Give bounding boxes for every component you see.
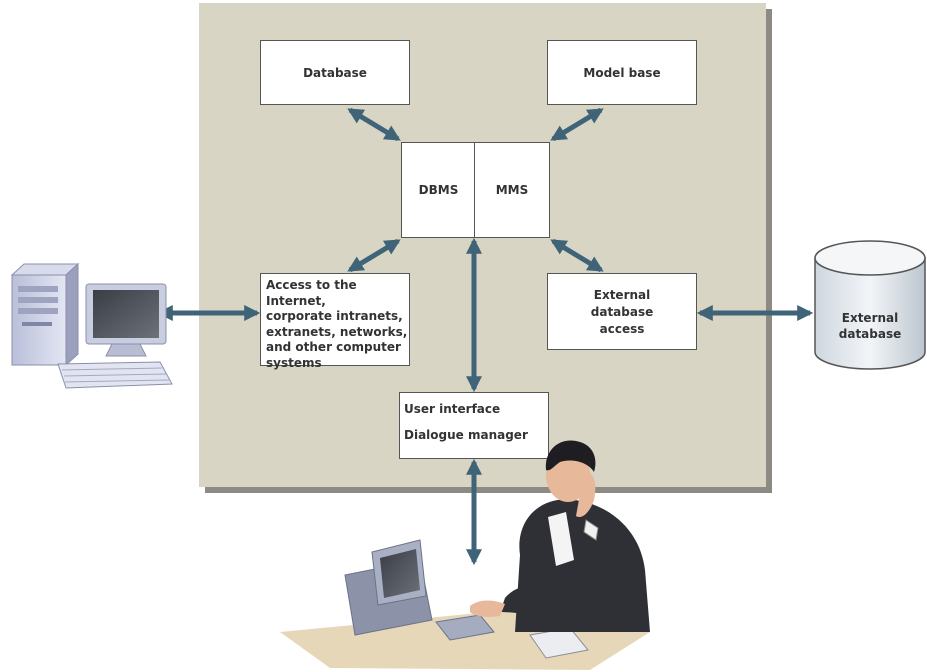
external-access-line-2: database (590, 305, 654, 319)
arrow-modelbase-mms (550, 107, 604, 142)
network-access-line-3: extranets, networks, (266, 324, 408, 339)
user-interface-box: User interface Dialogue manager (399, 392, 549, 459)
network-access-line-1: Access to the Internet, (266, 278, 357, 308)
model-base-box: Model base (547, 40, 697, 105)
network-access-line-2: corporate intranets, (266, 309, 403, 323)
external-database-caption: External database (815, 310, 925, 342)
user-interface-label: User interface (404, 402, 501, 416)
dbms-box: DBMS (401, 142, 476, 238)
database-box: Database (260, 40, 410, 105)
external-access-line-3: access (599, 322, 645, 336)
network-access-box: Access to the Internet, corporate intran… (260, 273, 410, 370)
database-label: Database (303, 65, 367, 80)
model-base-label: Model base (583, 65, 661, 80)
network-access-line-4: and other computer (266, 340, 401, 354)
external-database-access-box: External database access (547, 273, 697, 350)
dbms-label: DBMS (418, 183, 459, 197)
external-database-line-2: database (838, 327, 902, 341)
database-cylinder-icon (814, 240, 926, 370)
dialogue-manager-label: Dialogue manager (404, 428, 528, 442)
mms-box: MMS (474, 142, 550, 238)
network-access-line-5: systems (266, 355, 322, 370)
arrow-database-dbms (347, 107, 401, 142)
desktop-computer-icon (10, 262, 173, 389)
external-access-line-1: External (593, 288, 651, 302)
mms-label: MMS (495, 183, 529, 197)
external-database-line-1: External (841, 311, 899, 325)
businessman-at-computer-icon (280, 440, 650, 670)
arrow-mms-external (550, 238, 604, 273)
arrow-dbms-network (347, 238, 401, 273)
